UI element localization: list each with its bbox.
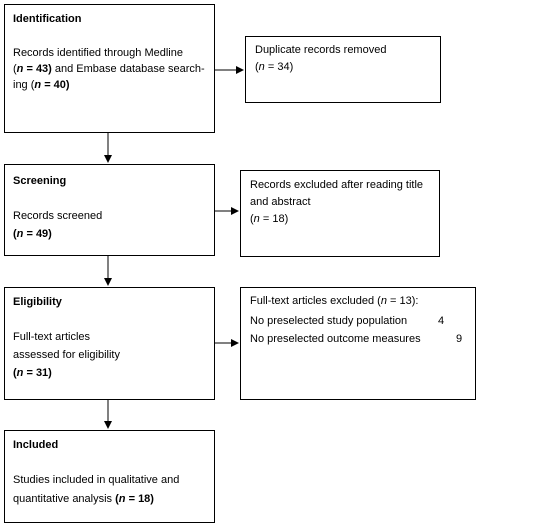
- reason-label: No preselected study population: [250, 315, 408, 327]
- screening-count: (n = 49): [13, 228, 52, 240]
- identification-line2: (n = 43) and Embase database search-: [13, 63, 205, 75]
- eligibility-line2: assessed for eligibility: [13, 349, 120, 361]
- duplicates-count: (n = 34): [255, 61, 294, 73]
- included-box: Included Studies included in qualitative…: [4, 430, 215, 523]
- excluded-title-line1: Records excluded after reading title: [250, 179, 424, 191]
- identification-box: Identification Records identified throug…: [4, 4, 215, 133]
- identification-line1: Records identified through Medline: [13, 47, 183, 59]
- duplicates-line1: Duplicate records removed: [255, 44, 387, 56]
- identification-line3: ing (n = 40): [13, 79, 70, 91]
- reason-label: No preselected outcome measures: [250, 333, 421, 345]
- reason-count: 4: [438, 315, 445, 327]
- fulltext-excluded-title: Full-text articles excluded (n = 13):: [250, 295, 419, 307]
- eligibility-box: Eligibility Full-text articles assessed …: [4, 287, 215, 400]
- included-line2: quantitative analysis (n = 18): [13, 493, 154, 505]
- records-excluded-box: Records excluded after reading title and…: [240, 170, 440, 257]
- excluded-title-count: (n = 18): [250, 213, 289, 225]
- duplicates-removed-box: Duplicate records removed (n = 34): [245, 36, 441, 103]
- eligibility-count: (n = 31): [13, 367, 52, 379]
- eligibility-line1: Full-text articles: [13, 331, 91, 343]
- excluded-title-line2: and abstract: [250, 196, 311, 208]
- included-line1: Studies included in qualitative and: [13, 474, 180, 486]
- fulltext-excluded-box: Full-text articles excluded (n = 13): No…: [240, 287, 476, 400]
- included-heading: Included: [13, 439, 59, 451]
- reason-count: 9: [456, 333, 463, 345]
- identification-heading: Identification: [13, 13, 82, 25]
- screening-line1: Records screened: [13, 210, 103, 222]
- screening-heading: Screening: [13, 175, 67, 187]
- eligibility-heading: Eligibility: [13, 296, 62, 308]
- screening-box: Screening Records screened (n = 49): [4, 164, 215, 256]
